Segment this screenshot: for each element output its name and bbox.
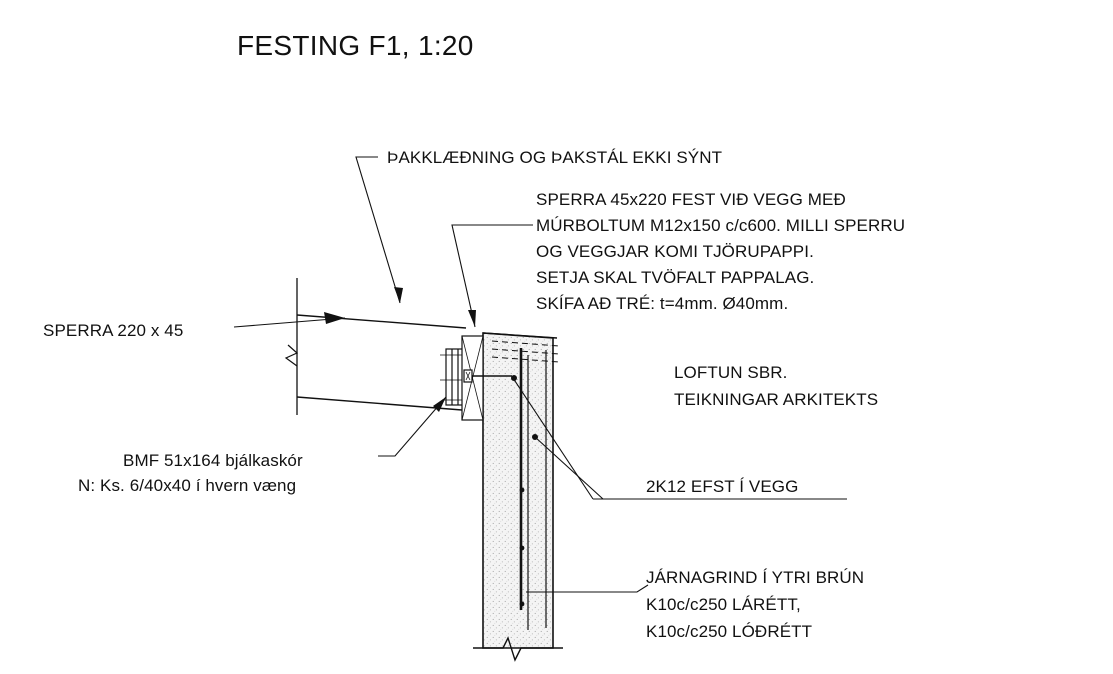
label-hanger-2: N: Ks. 6/40x40 í hvern væng [78, 476, 297, 495]
drawing-title: FESTING F1, 1:20 [237, 30, 474, 61]
roof-edge [482, 332, 560, 363]
label-rafter-fix-5: SKÍFA AÐ TRÉ: t=4mm. Ø40mm. [536, 294, 789, 313]
leader-lines [233, 156, 847, 593]
label-rafter: SPERRA 220 x 45 [43, 321, 184, 340]
label-rafter-fix-3: OG VEGGJAR KOMI TJÖRUPAPPI. [536, 242, 814, 261]
label-ventilation-1: LOFTUN SBR. [674, 363, 788, 382]
joist-hanger [440, 335, 512, 421]
concrete-wall [473, 332, 563, 662]
label-roof-cover: ÞAKKLÆÐNING OG ÞAKSTÁL EKKI SÝNT [387, 148, 723, 167]
label-rafter-fix-4: SETJA SKAL TVÖFALT PAPPALAG. [536, 268, 815, 287]
label-mesh-1: JÁRNAGRIND Í YTRI BRÚN [646, 568, 865, 587]
label-ventilation-2: TEIKNINGAR ARKITEKTS [674, 390, 879, 409]
label-mesh-2: K10c/c250 LÁRÉTT, [646, 595, 801, 614]
label-hanger-1: BMF 51x164 bjálkaskór [123, 451, 303, 470]
label-mesh-3: K10c/c250 LÓÐRÉTT [646, 622, 813, 641]
label-rafter-fix-1: SPERRA 45x220 FEST VIÐ VEGG MEÐ [536, 190, 846, 209]
label-top-bars: 2K12 EFST Í VEGG [646, 477, 799, 496]
rafter [284, 278, 467, 415]
label-rafter-fix-2: MÚRBOLTUM M12x150 c/c600. MILLI SPERRU [536, 216, 906, 235]
